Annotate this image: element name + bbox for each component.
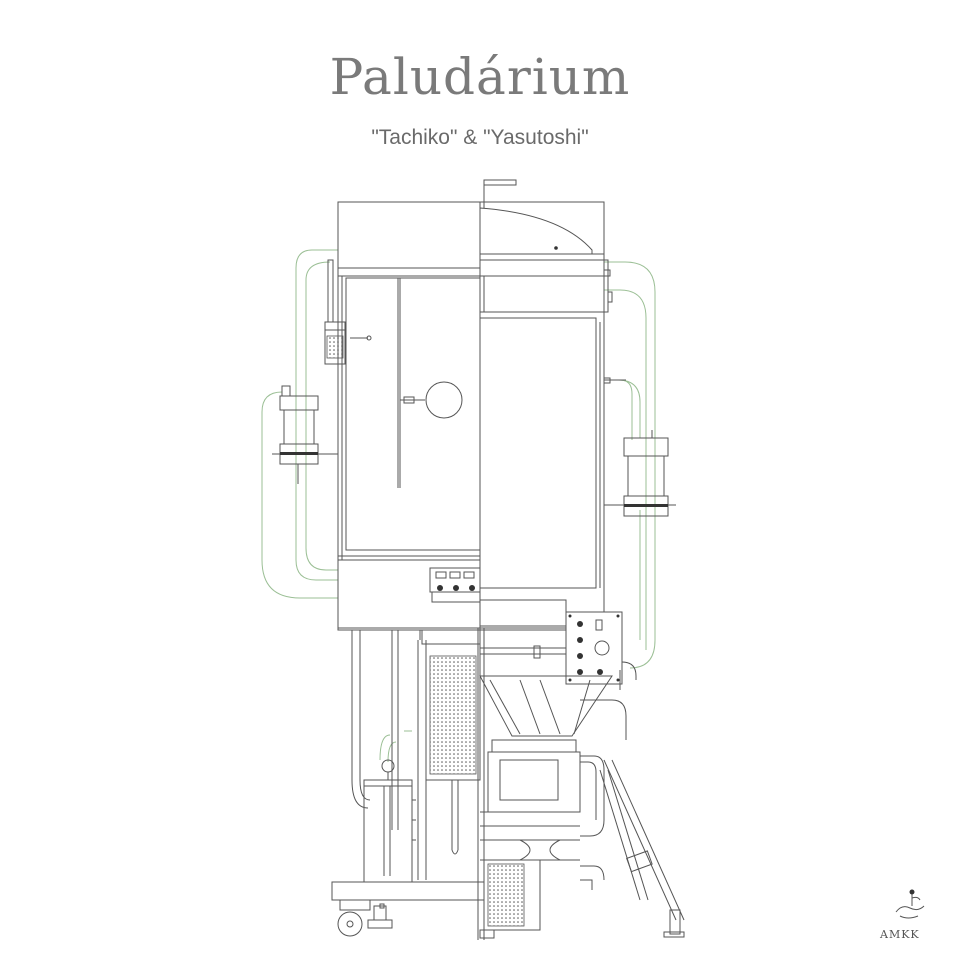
lower-cabinet <box>337 559 567 659</box>
left-water-canister <box>363 759 416 883</box>
control-panel <box>565 611 623 685</box>
page-subtitle: "Tachiko" & "Yasutoshi" <box>371 126 589 149</box>
left-tubes <box>261 249 412 763</box>
base-platform <box>331 628 541 940</box>
right-tubes <box>604 261 656 669</box>
right-pipes <box>580 661 637 890</box>
dome-top <box>479 179 626 589</box>
left-filter-lower <box>272 385 338 484</box>
page-title: Paludárium <box>329 48 631 106</box>
caster-wheel <box>337 899 393 937</box>
left-support <box>351 630 427 880</box>
hand-flower-logo-icon <box>895 889 925 919</box>
left-filter-upper <box>324 259 346 365</box>
main-cabinet <box>337 201 605 629</box>
right-leg <box>599 759 685 938</box>
center-tank <box>425 643 481 855</box>
right-filter <box>604 430 676 517</box>
brand-text: AMKK <box>880 928 920 941</box>
funnel-structure <box>479 675 613 861</box>
